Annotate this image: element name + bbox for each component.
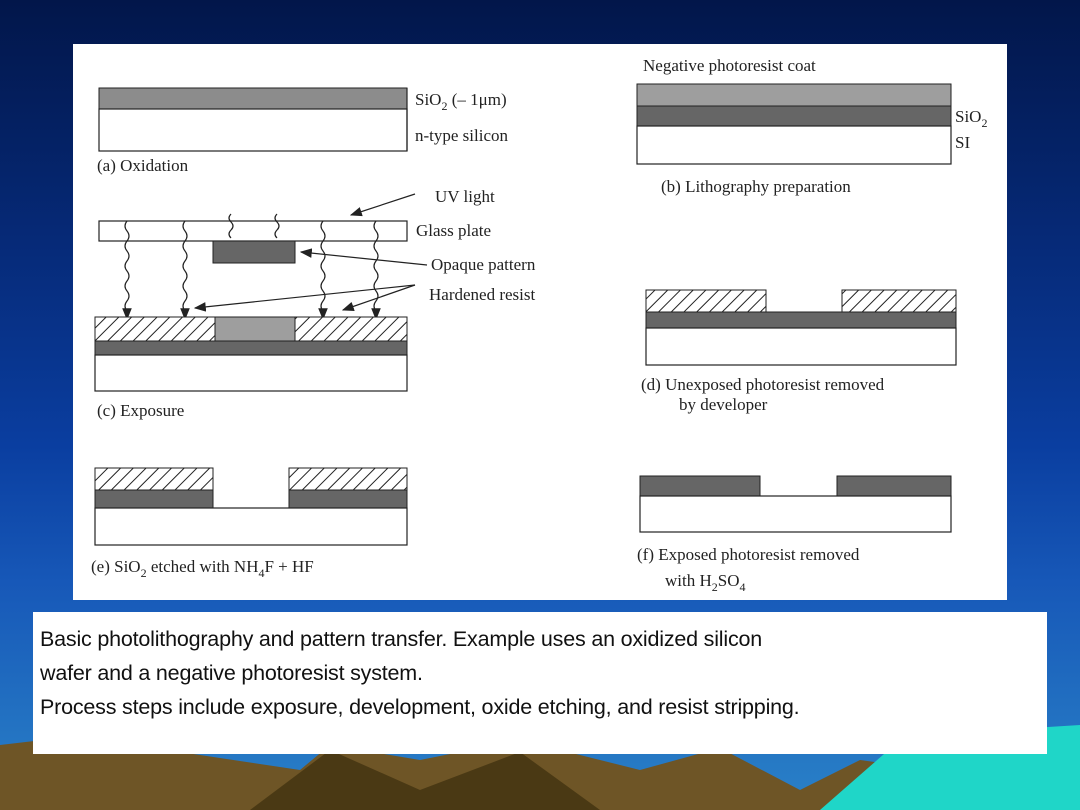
glass-plate-label: Glass plate [416,221,491,240]
silicon-substrate [645,327,957,366]
step-c-label: (c) Exposure [97,401,184,420]
silicon-substrate [98,108,408,152]
oxide-thickness-label: SiO2 (– 1μm) [415,90,507,113]
uv-rays [122,213,381,321]
hardened-resist-arrow-left [193,284,416,312]
oxide-left [639,475,761,497]
uv-light-arrow [349,193,416,217]
step-d-develop: (d) Unexposed photoresist removed by dev… [641,289,957,414]
oxide-layer [636,105,952,127]
step-d-label-line2: by developer [679,395,768,414]
hardened-resist-left [94,316,216,342]
caption-line-3: Process steps include exposure, developm… [40,695,800,719]
mountain-shape-dark [250,750,600,810]
unexposed-resist [214,316,296,342]
caption-line-2: wafer and a negative photoresist system. [40,661,423,685]
caption-line-1: Basic photolithography and pattern trans… [40,627,763,651]
step-a-label: (a) Oxidation [97,156,189,175]
caption-box: Basic photolithography and pattern trans… [33,612,1047,754]
hardened-resist-label: Hardened resist [429,285,535,304]
step-c-exposure: UV light Glass plate Opaque pattern Hard… [94,187,536,420]
silicon-substrate [94,507,408,546]
step-f-label-line1: (f) Exposed photoresist removed [637,545,860,564]
hardened-resist-right [294,316,408,342]
negative-resist-label: Negative photoresist coat [643,56,816,75]
oxide-layer [98,87,408,110]
oxide-right [288,489,408,509]
oxide-left [94,489,214,509]
resist-left [94,467,214,491]
opaque-pattern-arrow [299,248,428,266]
sio2-label: SiO2 [955,107,987,130]
resist-right [841,289,957,313]
step-b-lithography-prep: Negative photoresist coat SiO2 SI (b) Li… [636,56,987,196]
si-label: SI [955,133,970,152]
resist-right [288,467,408,491]
step-f-label-line2: with H2SO4 [665,571,745,594]
photoresist-coat [636,83,952,107]
step-e-etch: (e) SiO2 etched with NH4F + HF [91,467,408,580]
step-e-label: (e) SiO2 etched with NH4F + HF [91,557,314,580]
hardened-resist-arrow-right [341,284,416,311]
photolithography-diagram: SiO2 (– 1μm) n-type silicon (a) Oxidatio… [91,56,987,594]
step-a-oxidation: SiO2 (– 1μm) n-type silicon (a) Oxidatio… [97,87,509,175]
silicon-substrate [636,125,952,165]
oxide-layer [94,340,408,356]
step-f-strip: (f) Exposed photoresist removed with H2S… [637,475,952,594]
figure-panel: SiO2 (– 1μm) n-type silicon (a) Oxidatio… [73,44,1007,600]
n-type-label: n-type silicon [415,126,509,145]
oxide-layer [645,311,957,329]
uv-light-label: UV light [435,187,495,206]
oxide-right [836,475,952,497]
glass-plate [98,220,408,242]
resist-left [645,289,767,313]
opaque-pattern-label: Opaque pattern [431,255,536,274]
step-b-label: (b) Lithography preparation [661,177,851,196]
silicon-substrate [94,354,408,392]
silicon-substrate [639,495,952,533]
opaque-pattern [212,240,296,264]
step-d-label-line1: (d) Unexposed photoresist removed [641,375,885,394]
